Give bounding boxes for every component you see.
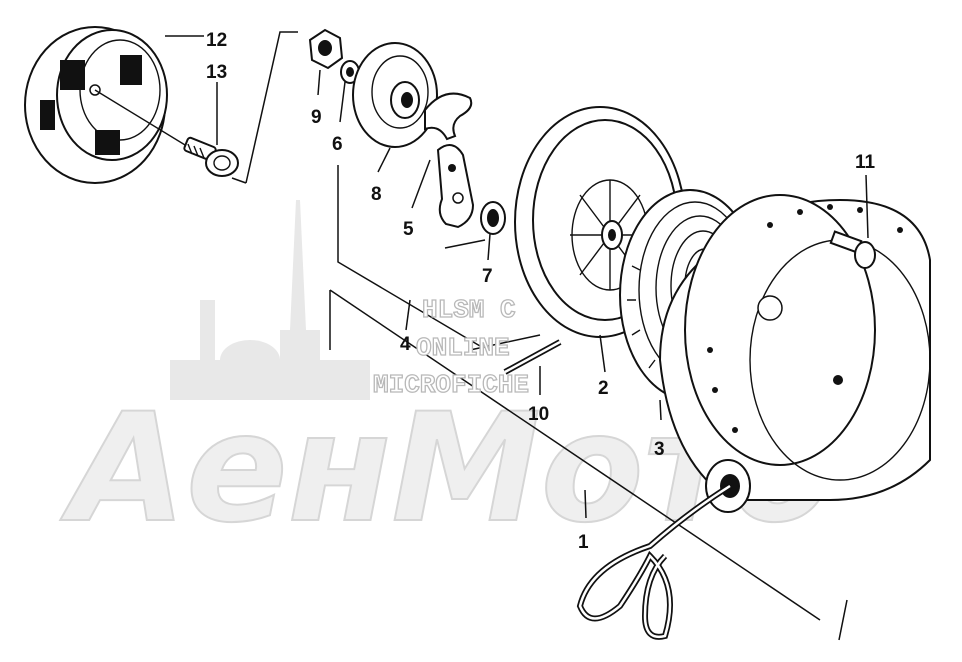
callout-12: 12 xyxy=(206,30,227,51)
watermark-skyline xyxy=(170,200,370,400)
housing-screw xyxy=(829,230,876,269)
watermark-line-2: ONLINE xyxy=(416,333,510,363)
leader-lines xyxy=(165,31,848,641)
callout-8: 8 xyxy=(371,184,382,205)
callout-9: 9 xyxy=(311,107,322,128)
watermark-line-3: MICROFICHE xyxy=(373,370,529,400)
starter-cup xyxy=(24,26,168,184)
callout-13: 13 xyxy=(206,62,227,83)
callout-7: 7 xyxy=(482,266,493,287)
watermark-line-1: HLSM C xyxy=(422,295,516,325)
flange-bolt xyxy=(183,136,239,177)
pawl xyxy=(436,144,475,229)
callout-6: 6 xyxy=(332,134,343,155)
callout-3: 3 xyxy=(654,439,665,460)
callout-4: 4 xyxy=(400,334,411,355)
starter-housing xyxy=(658,194,931,513)
friction-plate xyxy=(352,42,473,148)
callout-2: 2 xyxy=(598,378,609,399)
callout-5: 5 xyxy=(403,219,414,240)
starter-rope xyxy=(576,483,732,640)
rope-handle-rod xyxy=(503,339,562,375)
callout-10: 10 xyxy=(528,404,549,425)
callout-11: 11 xyxy=(855,152,876,173)
bolt-axis-line xyxy=(94,89,191,149)
callout-1: 1 xyxy=(578,532,589,553)
callout-ticks xyxy=(317,69,869,519)
bushing xyxy=(480,201,506,235)
nut xyxy=(308,28,344,70)
